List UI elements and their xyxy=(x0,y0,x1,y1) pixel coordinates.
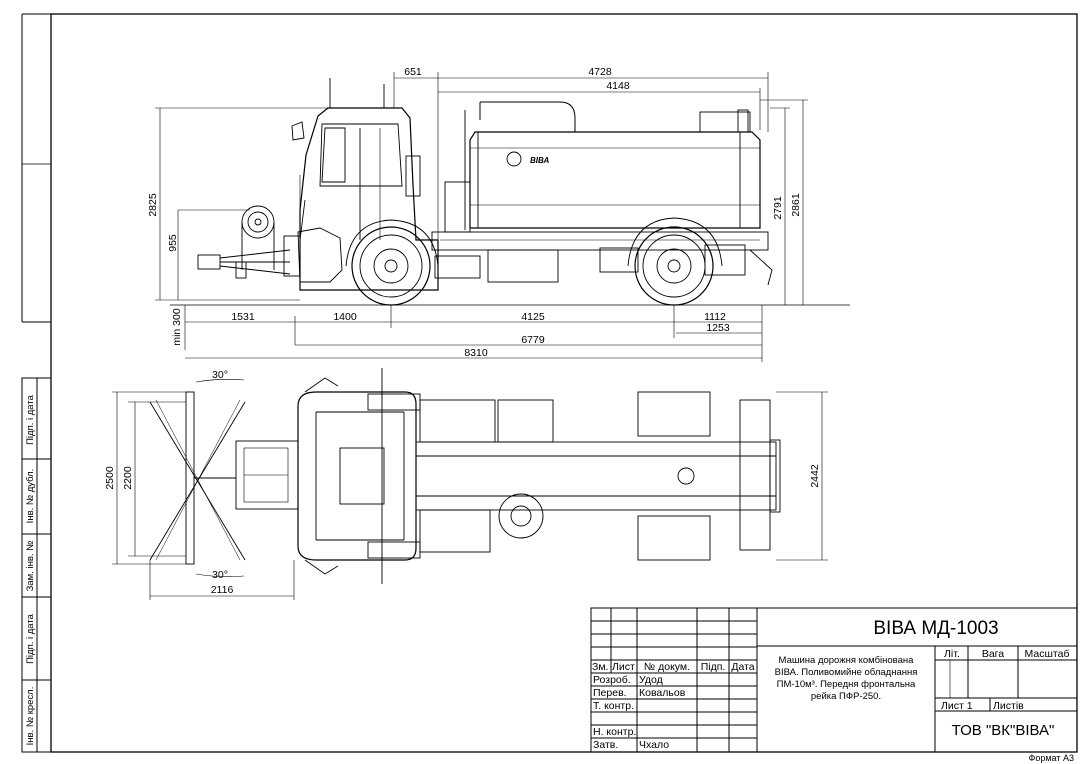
top-view xyxy=(149,368,781,584)
dim-2825: 2825 xyxy=(147,193,159,217)
dim-2200: 2200 xyxy=(122,466,134,490)
dim-1400: 1400 xyxy=(333,311,357,323)
role-tech-control: Т. контр. xyxy=(593,700,634,712)
name-approved: Чхало xyxy=(639,739,669,751)
dim-4728: 4728 xyxy=(588,66,612,78)
plow-blade-top xyxy=(149,391,246,565)
dim-1531: 1531 xyxy=(231,311,255,323)
plow-mount-top xyxy=(235,440,299,510)
header-date: Дата xyxy=(731,661,754,673)
dim-1112: 1112 xyxy=(704,311,726,323)
name-checker: Ковальов xyxy=(639,687,686,699)
drawing-title: ВІВА МД-1003 xyxy=(873,618,998,639)
side-view xyxy=(170,78,850,306)
header-signature: Підп. xyxy=(701,661,726,673)
description-line-1: Машина дорожня комбінована xyxy=(779,655,915,666)
dim-2500: 2500 xyxy=(104,466,116,490)
dim-angle-30-bottom: 30° xyxy=(212,569,228,581)
company-name: ТОВ "ВК"ВІВА" xyxy=(952,722,1055,739)
side-label-dup-inv: Інв. № дубл. xyxy=(25,469,36,524)
description-line-2: ВІВА. Поливомийне обладнання xyxy=(775,667,918,678)
wheels-top xyxy=(367,391,711,561)
side-label-sign-date-1: Підп. і дата xyxy=(25,394,36,445)
sheet-label: Лист 1 xyxy=(941,700,973,712)
truck-cab xyxy=(291,78,439,291)
front-plow-rail xyxy=(197,205,301,279)
dim-2861: 2861 xyxy=(790,193,802,217)
dim-4125: 4125 xyxy=(521,311,545,323)
viva-logo-text: ВІВА xyxy=(530,156,549,165)
role-approved: Затв. xyxy=(593,739,618,751)
rear-wheel xyxy=(627,217,723,306)
chassis-frame xyxy=(431,181,773,286)
header-sheet: Лист xyxy=(612,661,635,673)
side-label-repl-inv: Зам. інв. № xyxy=(25,541,36,592)
name-developer: Удод xyxy=(639,674,663,686)
dim-2791: 2791 xyxy=(772,196,784,220)
sheet-frame xyxy=(21,13,1078,753)
description-line-4: рейка ПФР-250. xyxy=(811,691,881,702)
dim-2116: 2116 xyxy=(211,584,234,596)
side-view-dimension-lines xyxy=(155,72,808,362)
scale-label: Масштаб xyxy=(1025,648,1070,660)
header-doc-no: № докум. xyxy=(644,661,690,673)
dim-4148: 4148 xyxy=(606,80,630,92)
dim-min300: min 300 xyxy=(171,308,183,346)
side-strip: Підп. і дата Інв. № дубл. Зам. інв. № Пі… xyxy=(21,377,52,753)
title-block: Зм. Лист № докум. Підп. Дата Розроб. Удо… xyxy=(590,607,1078,763)
viva-logo-on-tank xyxy=(506,151,522,167)
dim-angle-30-top: 30° xyxy=(212,369,228,381)
chassis-top xyxy=(415,399,781,553)
dim-6779: 6779 xyxy=(521,334,545,346)
lit-label: Літ. xyxy=(944,648,960,660)
mass-label: Вага xyxy=(982,648,1004,660)
role-developer: Розроб. xyxy=(593,674,631,686)
role-norm-control: Н. контр. xyxy=(593,726,636,738)
role-checker: Перев. xyxy=(593,687,627,699)
top-view-dimension-lines xyxy=(112,379,828,600)
dim-651: 651 xyxy=(404,66,422,78)
dim-8310: 8310 xyxy=(464,347,488,359)
description-line-3: ПМ-10м³. Передня фронтальна xyxy=(777,679,916,690)
dim-2442: 2442 xyxy=(809,464,821,488)
water-tank xyxy=(464,101,761,230)
header-change: Зм. xyxy=(592,661,608,673)
dim-955: 955 xyxy=(167,234,179,252)
dim-1253: 1253 xyxy=(706,322,730,334)
side-label-sign-date-2: Підп. і дата xyxy=(25,613,36,664)
cab-top xyxy=(297,368,417,584)
sheets-label: Листів xyxy=(993,700,1024,712)
format-label: Формат А3 xyxy=(1029,753,1074,763)
side-label-drawing-inv: Інв. № кресл. xyxy=(25,687,36,746)
